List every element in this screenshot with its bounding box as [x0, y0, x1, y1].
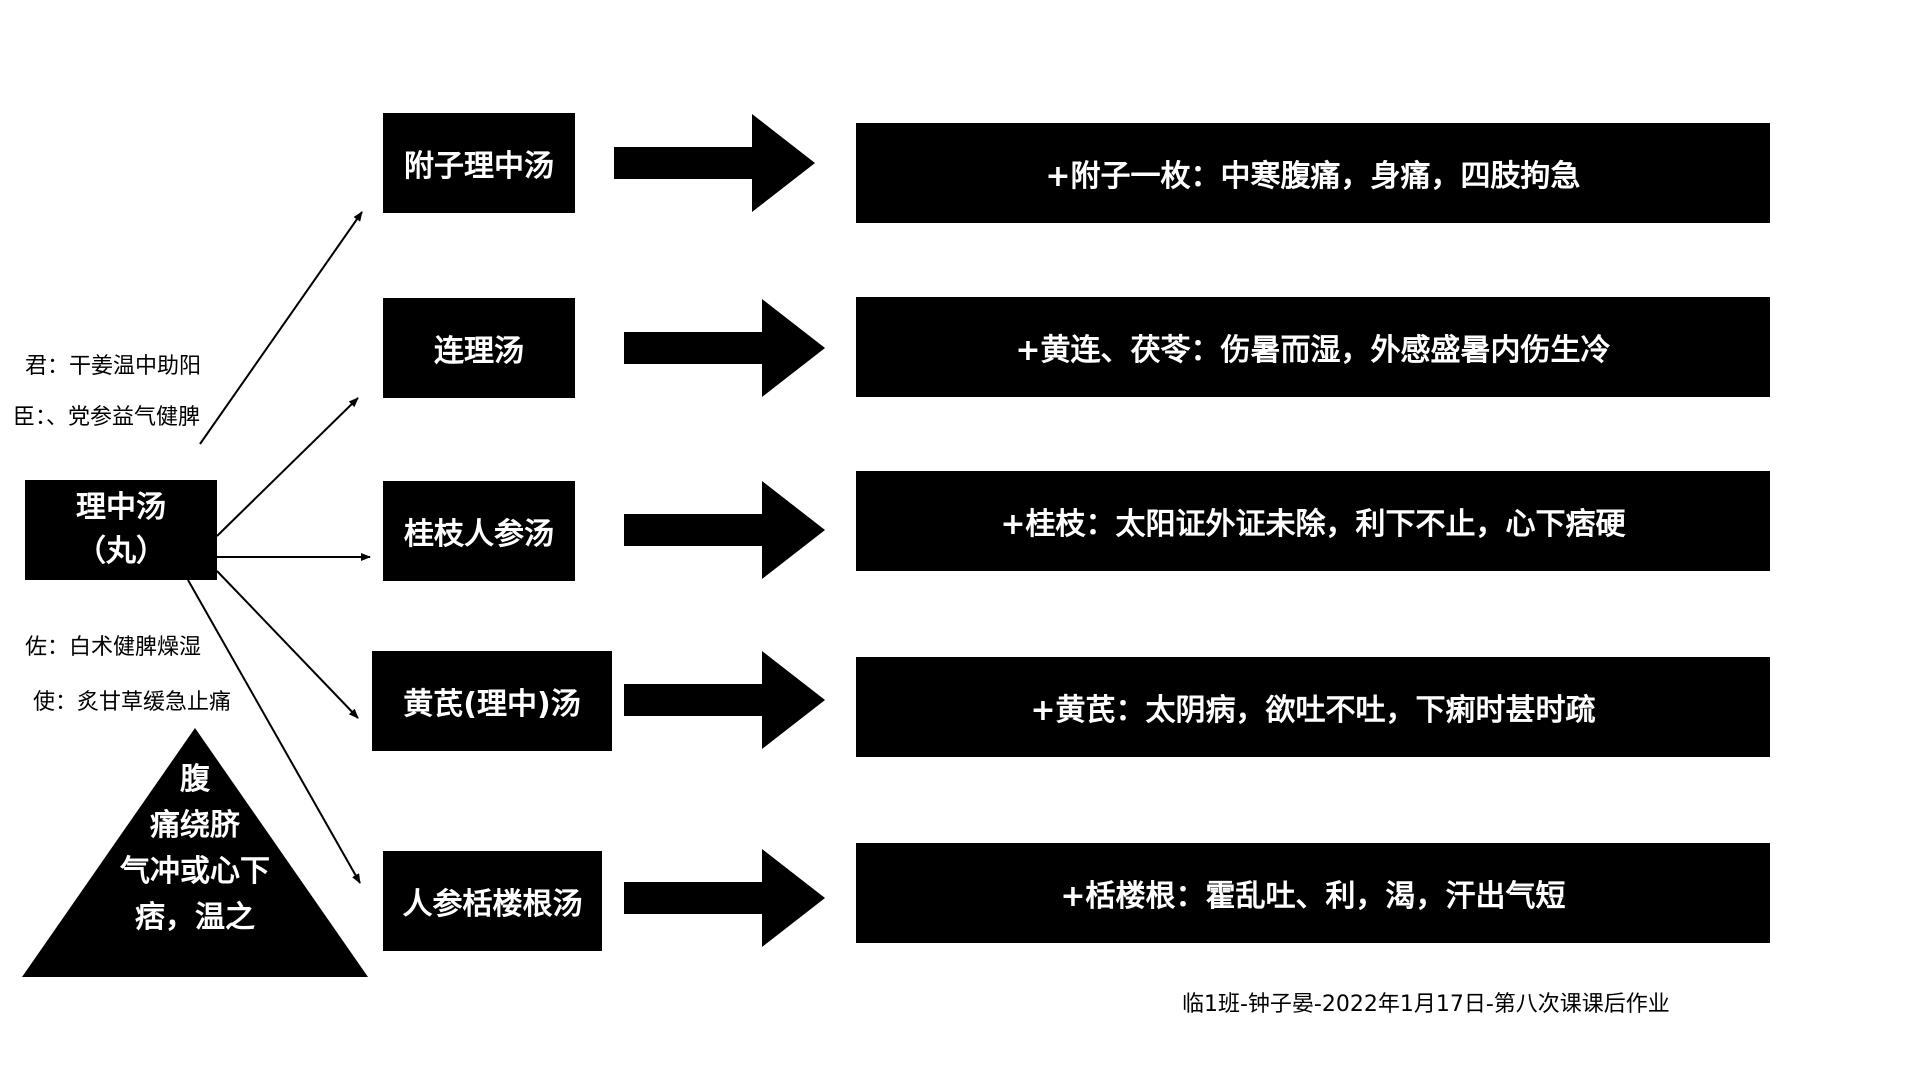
formula-label: 桂枝人参汤: [404, 517, 554, 552]
role-jun: 君：干姜温中助阳: [25, 354, 202, 379]
role-shi: 使：炙甘草缓急止痛: [33, 690, 232, 715]
formula-label: 连理汤: [434, 334, 524, 369]
description-text: +桂枝：太阳证外证未除，利下不止，心下痞硬: [1000, 507, 1626, 542]
connector-arrow-5: [187, 579, 361, 884]
indication-line: 痛绕脐: [150, 808, 240, 843]
root-formula-name: 理中汤: [76, 490, 166, 525]
description-box-3: +桂枝：太阳证外证未除，利下不止，心下痞硬: [856, 471, 1770, 571]
description-box-4: +黄芪：太阴病，欲吐不吐，下痢时甚时疏: [856, 657, 1770, 757]
formula-box-lianli: 连理汤: [383, 298, 575, 398]
indication-line: 气冲或心下: [120, 854, 270, 889]
connector-arrow-2: [216, 397, 359, 537]
description-text: +黄连、茯苓：伤暑而湿，外感盛暑内伤生冷: [1015, 333, 1611, 368]
block-arrow-5: [624, 849, 825, 947]
indication-triangle: [22, 728, 368, 977]
description-text: +栝楼根：霍乱吐、利，渴，汗出气短: [1060, 879, 1566, 914]
block-arrow-3: [624, 481, 825, 579]
description-box-5: +栝楼根：霍乱吐、利，渴，汗出气短: [856, 843, 1770, 943]
connector-arrow-1: [199, 211, 363, 445]
indication-text: 腹 痛绕脐 气冲或心下 痞，温之: [100, 757, 290, 941]
root-formula-form: （丸）: [76, 534, 166, 569]
block-arrow-4: [624, 651, 825, 749]
role-chen: 臣：、党参益气健脾: [13, 405, 201, 430]
description-text: +附子一枚：中寒腹痛，身痛，四肢拘急: [1045, 159, 1581, 194]
block-arrow-2: [624, 299, 825, 397]
block-arrow-1: [614, 114, 815, 212]
root-formula-box: 理中汤 （丸）: [25, 480, 217, 580]
description-text: +黄芪：太阴病，欲吐不吐，下痢时甚时疏: [1030, 693, 1596, 728]
description-box-1: +附子一枚：中寒腹痛，身痛，四肢拘急: [856, 123, 1770, 223]
formula-box-guizhi-renshen: 桂枝人参汤: [383, 481, 575, 581]
formula-label: 附子理中汤: [404, 149, 554, 184]
description-box-2: +黄连、茯苓：伤暑而湿，外感盛暑内伤生冷: [856, 297, 1770, 397]
formula-box-fuzi-lizhong: 附子理中汤: [383, 113, 575, 213]
indication-line: 腹: [180, 762, 210, 797]
formula-box-renshen-gualougen: 人参栝楼根汤: [383, 851, 602, 951]
formula-box-huangqi-lizhong: 黄芪(理中)汤: [372, 651, 612, 751]
connector-arrow-4: [216, 570, 359, 719]
role-zuo: 佐：白术健脾燥湿: [25, 635, 202, 660]
footer-caption: 临1班-钟子晏-2022年1月17日-第八次课课后作业: [1182, 992, 1670, 1017]
formula-label: 黄芪(理中)汤: [403, 687, 581, 722]
indication-line: 痞，温之: [135, 900, 255, 935]
formula-label: 人参栝楼根汤: [402, 887, 583, 922]
